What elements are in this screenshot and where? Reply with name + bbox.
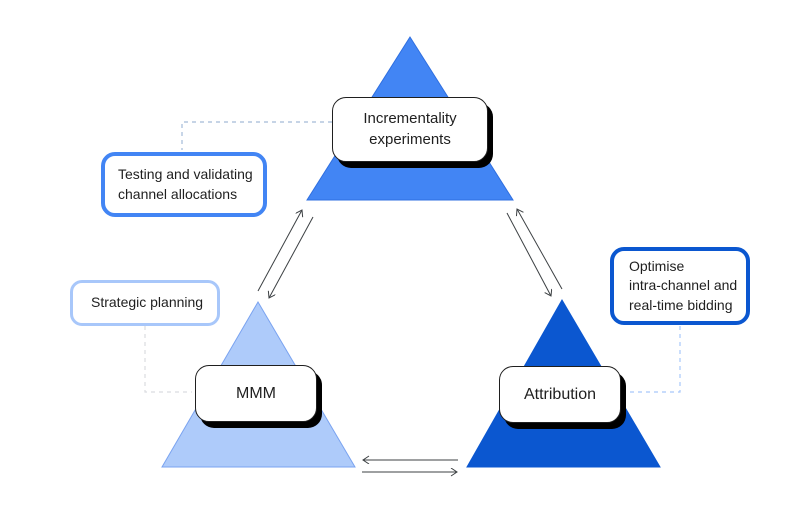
- node-label-attribution: Attribution: [499, 366, 621, 423]
- connector-testing-to-incrementality: [181, 121, 332, 150]
- node-label-mmm: MMM: [195, 365, 317, 422]
- callout-strategic-planning: Strategic planning: [70, 280, 220, 326]
- callout-testing-and-validating: Testing and validating channel allocatio…: [101, 152, 267, 217]
- connector-strategic-to-mmm: [144, 326, 192, 393]
- node-label-incrementality-experiments: Incrementality experiments: [332, 97, 488, 162]
- callout-optimise-bidding: Optimise intra-channel and real-time bid…: [610, 247, 750, 325]
- arrow-incrementality-to-attribution: [506, 212, 551, 296]
- arrow-incrementality-to-mmm: [269, 216, 314, 298]
- arrow-attribution-to-incrementality: [517, 209, 563, 290]
- arrow-mmm-to-incrementality: [257, 210, 302, 292]
- connector-optimise-to-attribution: [626, 326, 681, 393]
